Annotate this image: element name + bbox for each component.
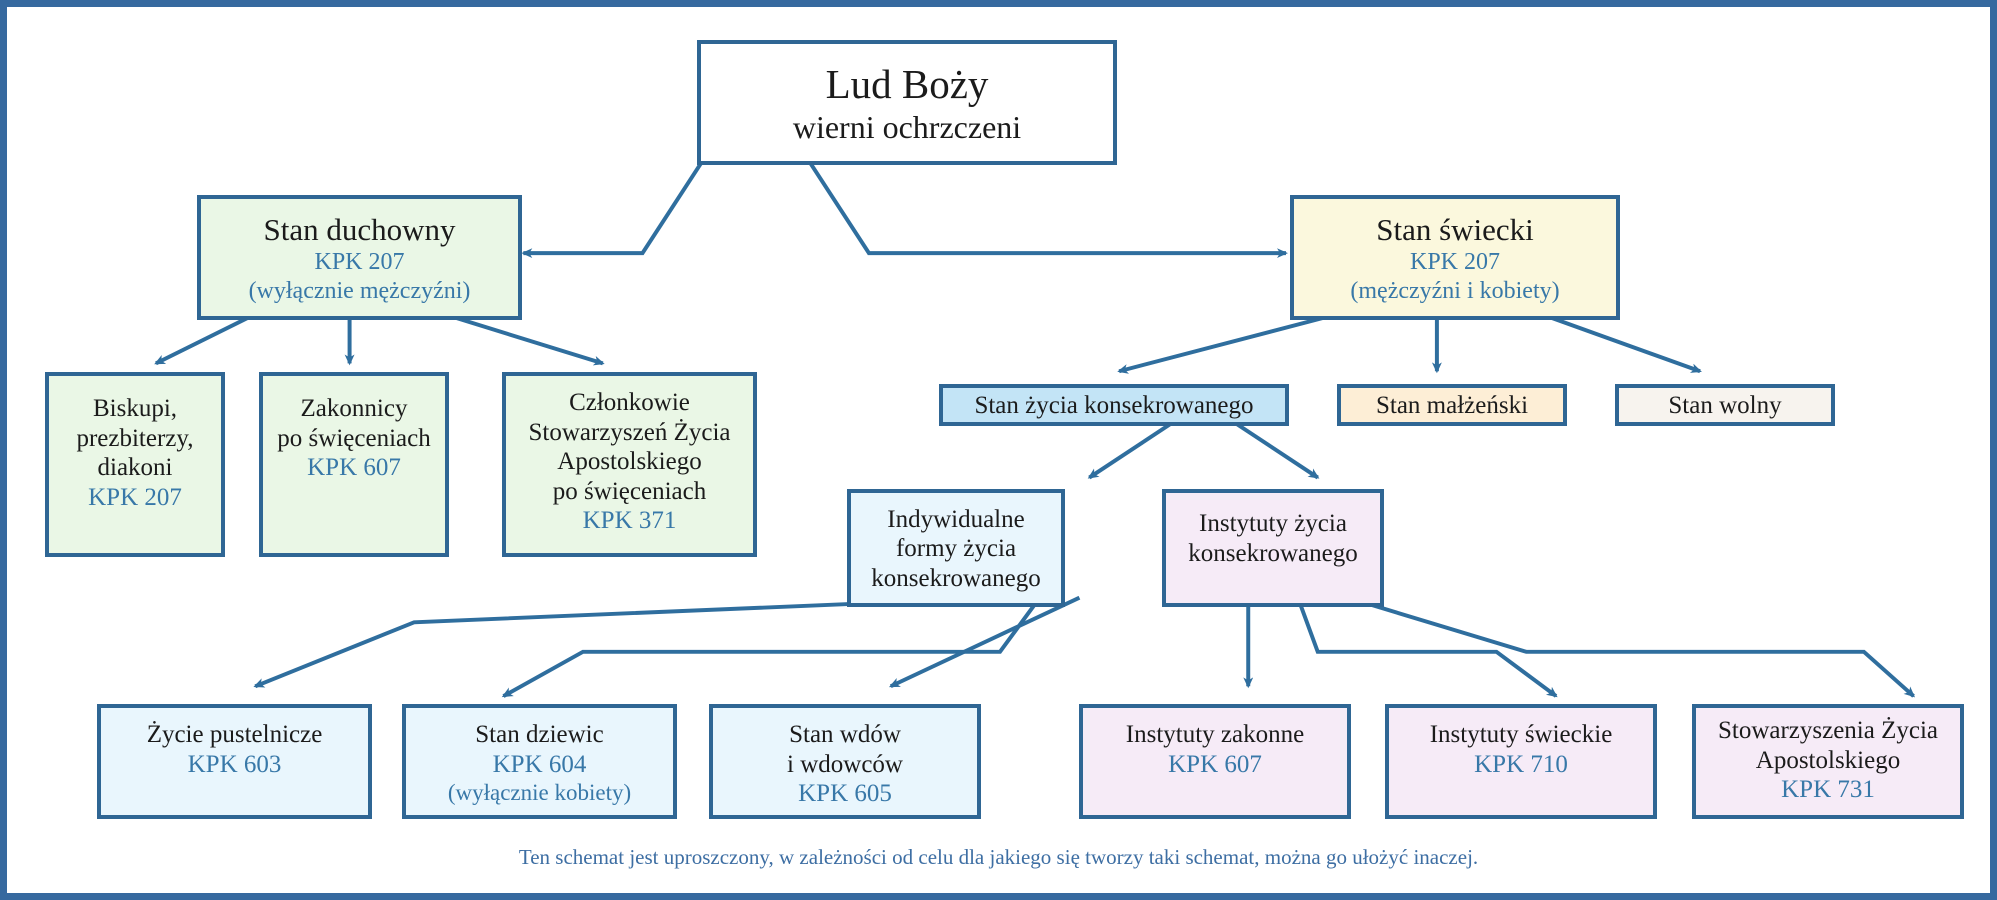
node-lud-bozy-line2: wierni ochrzczeni (792, 108, 1022, 145)
diagram-caption: Ten schemat jest uproszczony, w zależnoś… (518, 845, 1479, 869)
node-lud-bozy-line1: Lud Boży (825, 61, 989, 108)
node-czlonkowie-line2: Stowarzyszeń Życia (528, 418, 731, 446)
link-individual-virgins (501, 596, 1042, 698)
node-biskupi-line2: prezbiterzy, (76, 424, 194, 452)
node-stan-dziewic[interactable]: Stan dziewic KPK 604 (wyłącznie kobiety) (402, 704, 677, 819)
node-stan-wdow-line1: Stan wdów (789, 721, 901, 748)
node-stan-dziewic-label: Stan dziewic (475, 721, 604, 748)
node-zakonnicy-line2: po święceniach (277, 424, 431, 452)
node-stowarzyszenia-line1: Stowarzyszenia Życia (1717, 717, 1939, 744)
node-indywidualne-formy[interactable]: Indywidualne formy życia konsekrowanego (847, 489, 1065, 607)
node-instytuty-zakonne[interactable]: Instytuty zakonne KPK 607 (1079, 704, 1351, 819)
node-stan-duchowny-note: (wyłącznie mężczyźni) (248, 277, 471, 304)
diagram-canvas: Lud Boży wierni ochrzczeni Stan duchowny… (7, 7, 1990, 893)
node-instytuty-zycia-line1: Instytuty życia (1199, 510, 1347, 537)
link-consecrated-institutes (1227, 416, 1320, 480)
node-stan-swiecki-title: Stan świecki (1376, 211, 1534, 247)
link-consecrated-individual (1087, 416, 1180, 480)
node-stan-wdow-kpk: KPK 605 (798, 780, 892, 807)
link-root-lay (807, 160, 1288, 259)
node-stan-wdow[interactable]: Stan wdów i wdowców KPK 605 (709, 704, 981, 819)
node-stan-dziewic-kpk: KPK 604 (492, 750, 587, 778)
node-zycie-pustelnicze[interactable]: Życie pustelnicze KPK 603 (97, 704, 372, 819)
node-instytuty-zycia-line2: konsekrowanego (1188, 539, 1358, 567)
node-indywidualne-line1: Indywidualne (887, 505, 1025, 533)
node-instytuty-zakonne-label: Instytuty zakonne (1125, 721, 1305, 748)
node-stan-swiecki-kpk: KPK 207 (1409, 249, 1500, 276)
node-czlonkowie-szak[interactable]: Członkowie Stowarzyszeń Życia Apostolski… (502, 372, 757, 557)
node-stan-duchowny-title: Stan duchowny (263, 211, 456, 247)
node-stan-wolny[interactable]: Stan wolny (1615, 384, 1835, 426)
node-czlonkowie-line4: po święceniach (552, 477, 707, 505)
link-root-clergy (521, 160, 704, 259)
node-biskupi-kpk: KPK 207 (88, 483, 182, 511)
node-stan-dziewic-note: (wyłącznie kobiety) (447, 780, 632, 805)
link-institutes-secular (1296, 596, 1558, 698)
link-institutes-apostolic (1346, 595, 1916, 698)
link-individual-hermit (253, 595, 1001, 689)
node-zakonnicy-kpk: KPK 607 (307, 454, 401, 481)
node-stowarzyszenia-kpk: KPK 731 (1781, 776, 1875, 803)
node-biskupi-line1: Biskupi, (92, 395, 178, 422)
node-stan-malzenski-label: Stan małżeński (1375, 392, 1529, 420)
node-indywidualne-line2: formy życia (895, 535, 1017, 563)
node-stan-malzenski[interactable]: Stan małżeński (1337, 384, 1567, 426)
node-biskupi[interactable]: Biskupi, prezbiterzy, diakoni KPK 207 (45, 372, 225, 557)
node-lud-bozy[interactable]: Lud Boży wierni ochrzczeni (697, 40, 1117, 165)
node-instytuty-swieckie-label: Instytuty świeckie (1429, 721, 1613, 748)
node-indywidualne-line3: konsekrowanego (871, 564, 1041, 592)
node-stan-swiecki-note: (mężczyźni i kobiety) (1350, 277, 1560, 304)
node-czlonkowie-line3: Apostolskiego (557, 448, 702, 475)
link-clergy-bishops (154, 312, 257, 366)
node-stowarzyszenia-line2: Apostolskiego (1755, 746, 1901, 774)
node-stowarzyszenia-zycia-apostolskiego[interactable]: Stowarzyszenia Życia Apostolskiego KPK 7… (1692, 704, 1964, 819)
node-instytuty-zycia[interactable]: Instytuty życia konsekrowanego (1162, 489, 1384, 607)
node-stan-wdow-line2: i wdowców (787, 750, 903, 778)
node-instytuty-zakonne-kpk: KPK 607 (1168, 750, 1262, 778)
node-zycie-pustelnicze-kpk: KPK 603 (187, 750, 282, 778)
node-zakonnicy[interactable]: Zakonnicy po święceniach KPK 607 (259, 372, 449, 557)
node-zakonnicy-line1: Zakonnicy (300, 395, 408, 422)
link-lay-single (1540, 312, 1702, 374)
node-stan-swiecki[interactable]: Stan świecki KPK 207 (mężczyźni i kobiet… (1290, 195, 1620, 320)
node-instytuty-swieckie[interactable]: Instytuty świeckie KPK 710 (1385, 704, 1657, 819)
node-stan-duchowny-kpk: KPK 207 (314, 249, 405, 276)
node-czlonkowie-line1: Członkowie (569, 389, 690, 416)
node-biskupi-line3: diakoni (97, 454, 173, 481)
node-stan-wolny-label: Stan wolny (1668, 392, 1782, 420)
node-instytuty-swieckie-kpk: KPK 710 (1474, 750, 1568, 778)
node-stan-duchowny[interactable]: Stan duchowny KPK 207 (wyłącznie mężczyź… (197, 195, 522, 320)
link-lay-consecrated (1117, 312, 1339, 374)
link-clergy-societies (443, 312, 605, 366)
node-zycie-pustelnicze-label: Życie pustelnicze (146, 721, 323, 748)
node-stan-zycia-konsekrowanego[interactable]: Stan życia konsekrowanego (939, 384, 1289, 426)
node-czlonkowie-kpk: KPK 371 (582, 507, 677, 534)
link-individual-widows (888, 595, 1081, 689)
node-stan-zycia-konsekrowanego-label: Stan życia konsekrowanego (974, 392, 1254, 420)
